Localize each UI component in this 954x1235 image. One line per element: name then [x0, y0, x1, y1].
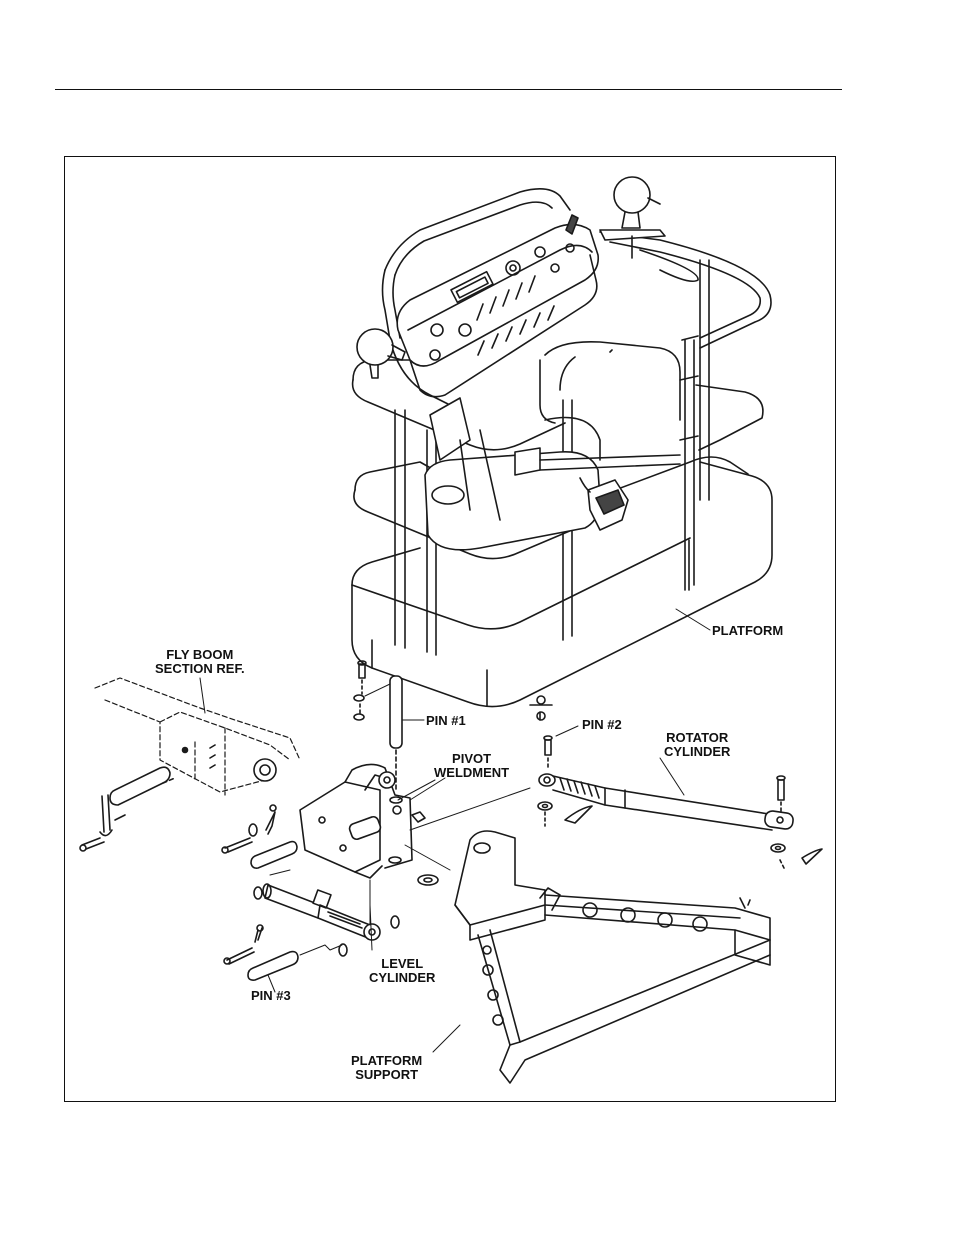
label-pin-2: PIN #2 — [582, 717, 622, 732]
label-platform-support: PLATFORM SUPPORT — [351, 1054, 422, 1082]
label-pin-1: PIN #1 — [426, 713, 466, 728]
fly-boom-pin-hardware — [79, 766, 176, 852]
label-pivot-line1: PIVOT — [452, 751, 492, 766]
label-rotator-cylinder: ROTATOR CYLINDER — [664, 731, 730, 759]
platform-basket — [351, 176, 773, 708]
label-support-line2: SUPPORT — [355, 1067, 419, 1082]
pivot-side-pin — [221, 804, 298, 869]
label-platform: PLATFORM — [712, 623, 784, 638]
label-rotator-line1: ROTATOR — [666, 730, 729, 745]
figure-frame — [64, 156, 836, 1102]
label-support-line1: PLATFORM — [351, 1053, 423, 1068]
label-fly-boom-line1: FLY BOOM — [166, 647, 234, 662]
label-level-line2: CYLINDER — [369, 970, 436, 985]
label-level-cylinder: LEVEL CYLINDER — [369, 957, 435, 985]
pin-3 — [223, 924, 343, 981]
pin-1 — [353, 660, 403, 791]
leader-lines — [199, 608, 711, 1053]
label-level-line1: LEVEL — [381, 956, 424, 971]
label-pivot-weldment: PIVOT WELDMENT — [434, 752, 509, 780]
label-rotator-line2: CYLINDER — [664, 744, 731, 759]
label-pivot-line2: WELDMENT — [434, 765, 510, 780]
fly-boom-end — [181, 744, 277, 782]
header-rule — [55, 89, 842, 90]
fly-boom-section — [94, 677, 301, 796]
platform-support — [454, 830, 771, 1084]
pivot-weldment — [299, 763, 439, 886]
level-cylinder — [253, 869, 400, 957]
label-fly-boom: FLY BOOM SECTION REF. — [155, 648, 245, 676]
rotator-cylinder — [529, 695, 823, 871]
label-fly-boom-line2: SECTION REF. — [155, 661, 245, 676]
label-pin-3: PIN #3 — [251, 988, 291, 1003]
